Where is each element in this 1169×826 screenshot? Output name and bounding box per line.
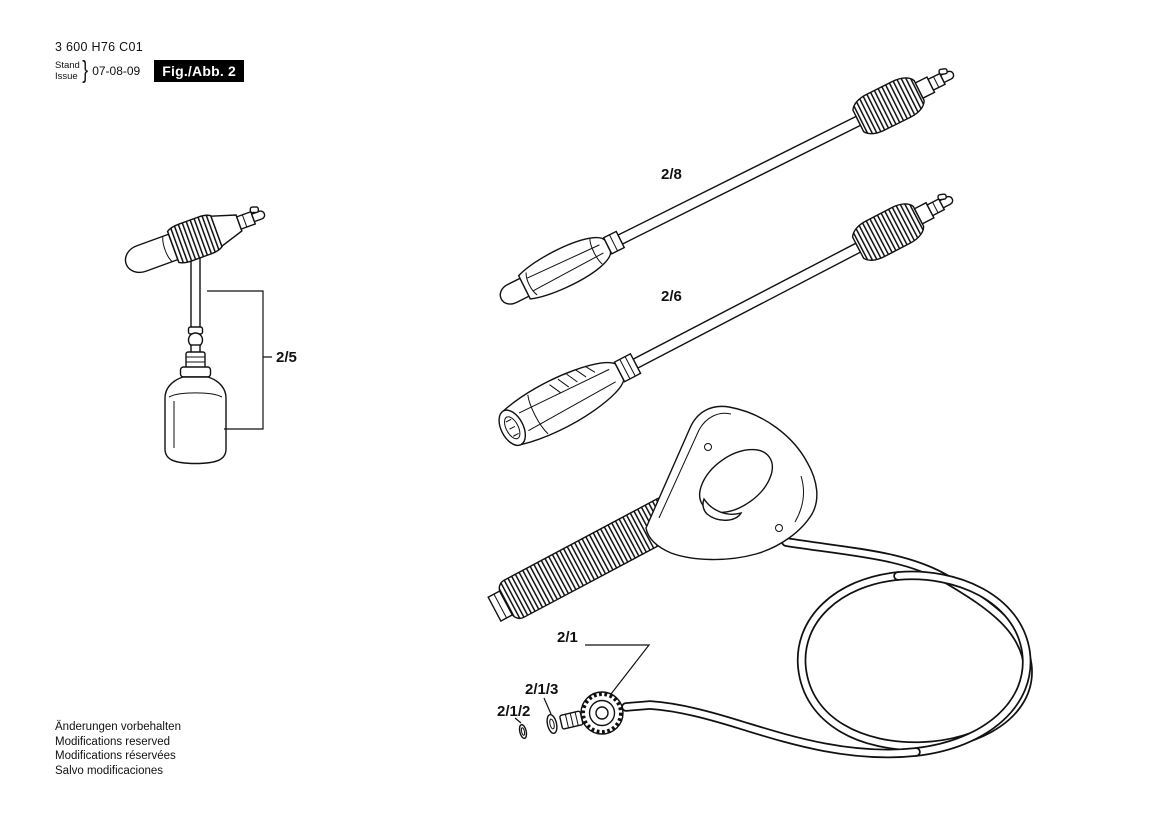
note-line-de: Änderungen vorbehalten (55, 721, 181, 733)
lance-tube (617, 115, 862, 245)
spray-gun-assembly-drawing (487, 405, 1033, 759)
issue-date: 07-08-09 (92, 63, 141, 78)
note-line-en: Modifications reserved (55, 735, 171, 748)
part-label-2-1: 2/1 (557, 629, 578, 646)
ribbed-grip (852, 77, 925, 135)
high-pressure-hose (621, 537, 1033, 759)
hose-coupling (518, 691, 624, 740)
part-label-2-1-3: 2/1/3 (525, 681, 559, 698)
lance-2-6-drawing (498, 193, 954, 447)
issue-label: Issue (55, 70, 78, 82)
ribbed-grip (851, 203, 925, 261)
suds-bottle (164, 351, 227, 465)
note-line-fr: Modifications réservées (55, 750, 176, 762)
washer (546, 713, 558, 735)
note-line-es: Salvo modificaciones (55, 764, 164, 777)
issue-block: Stand Issue } 07-08-09 Fig./Abb. 2 (55, 56, 244, 85)
part-label-2-6: 2/6 (661, 288, 682, 305)
gun-body (645, 405, 818, 561)
leader-2-1-2 (514, 717, 522, 724)
leader-2-1 (585, 644, 651, 695)
leader-2-1-3 (543, 697, 552, 715)
detergent-attachment-drawing (124, 206, 272, 465)
lance-2-8-drawing (499, 68, 955, 305)
detergent-nozzle-head (124, 206, 266, 274)
brace-glyph: } (82, 56, 88, 84)
stand-label: Stand (55, 59, 80, 71)
lance-tube (632, 242, 862, 369)
o-ring (518, 723, 528, 740)
part-label-2-5: 2/5 (276, 349, 297, 366)
suction-tube (190, 249, 201, 333)
bracket-2-5 (207, 290, 272, 430)
modifications-note: Änderungen vorbehalten Modifications res… (55, 720, 181, 778)
part-number: 3 600 H76 C01 (55, 40, 143, 54)
trigger (702, 497, 743, 521)
nozzle-body (517, 236, 612, 300)
part-label-2-8: 2/8 (661, 166, 682, 183)
part-label-2-1-2: 2/1/2 (497, 703, 531, 720)
figure-label: Fig./Abb. 2 (154, 59, 244, 82)
